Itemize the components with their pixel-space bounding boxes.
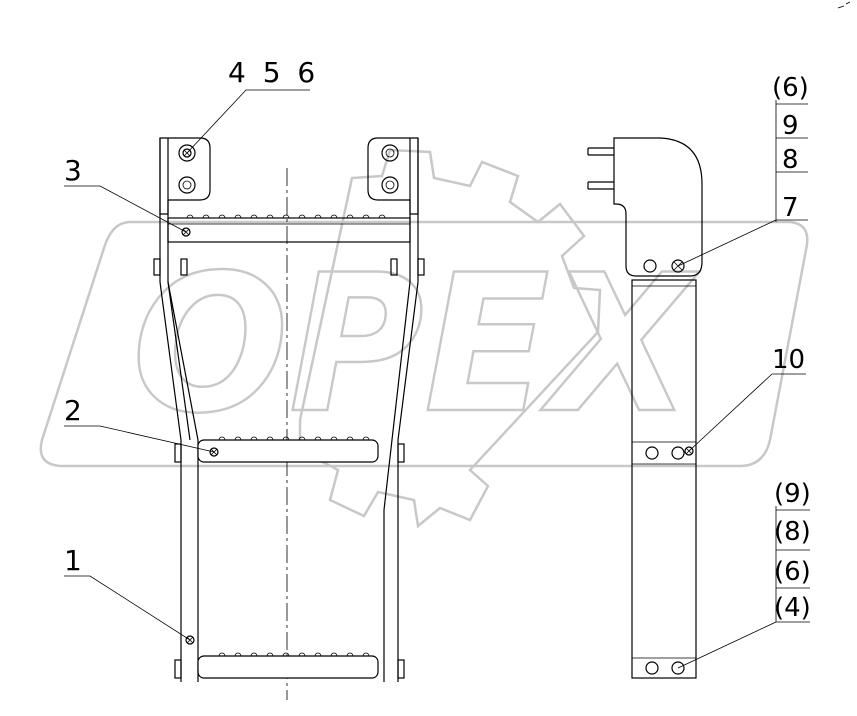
tread-tooth <box>330 436 338 441</box>
leader-2 <box>64 425 215 453</box>
hinge-bolt-left <box>153 258 188 276</box>
tread-tooth <box>266 652 274 657</box>
callout-3: 3 <box>64 154 82 187</box>
side-mount-studs <box>587 147 614 190</box>
watermark-brand-text: OPEX <box>132 234 700 455</box>
callout-10: 10 <box>772 345 805 375</box>
tread-tooth <box>218 436 226 441</box>
side-mid-hole-left <box>645 446 659 460</box>
bracket-bolt-lower-left <box>178 176 196 194</box>
tread-tooth <box>218 652 226 657</box>
tread-tooth <box>362 436 370 441</box>
bracket-bolt-lower-left-inner <box>182 180 192 190</box>
watermark-gear-shape <box>298 148 602 529</box>
callout-2: 2 <box>64 394 82 427</box>
hinge-bolt-right <box>390 258 425 276</box>
leader-top-stack <box>677 219 777 267</box>
callout-10-group: 10 <box>688 345 806 452</box>
side-mount-bracket <box>613 137 703 277</box>
tread-tooth <box>234 436 242 441</box>
callout-top-7: 7 <box>782 193 799 223</box>
callout-stack-bottom: (9) (8) (6) (4) <box>774 479 811 623</box>
bracket-bolt-top-right-inner <box>385 148 395 158</box>
bracket-bolt-top-right <box>381 144 399 162</box>
tread-tooth <box>282 214 290 219</box>
side-bottom-hole-left <box>645 661 659 675</box>
leader-3 <box>64 185 187 233</box>
tread-tooth <box>266 214 274 219</box>
middle-step-teeth <box>218 436 370 441</box>
side-bracket-hole-right <box>671 259 685 273</box>
side-mid-hole-right <box>671 446 685 460</box>
watermark-backdrop-shape <box>39 220 809 468</box>
leader-1 <box>64 575 191 641</box>
tread-tooth <box>234 214 242 219</box>
callout-bottom-8: (8) <box>774 517 811 547</box>
bracket-bolt-lower-right <box>381 176 399 194</box>
tread-tooth <box>346 436 354 441</box>
tread-tooth <box>298 214 306 219</box>
callout-bottom-4: (4) <box>774 593 811 623</box>
bracket-bolt-top-left <box>178 144 196 162</box>
top-left-bracket <box>159 137 211 215</box>
side-rail <box>631 279 697 679</box>
callout-top-6: (6) <box>772 73 809 103</box>
tread-tooth <box>314 436 322 441</box>
watermark-logo: OPEX <box>39 148 809 529</box>
callout-top-8: 8 <box>782 145 799 175</box>
top-right-bracket <box>367 137 419 215</box>
corner-mark <box>837 1 851 9</box>
side-view: (6) 9 8 7 10 (9) (8) (6) (4) <box>587 73 811 679</box>
tread-tooth <box>346 652 354 657</box>
tread-tooth <box>378 214 386 219</box>
tread-tooth <box>314 652 322 657</box>
tread-tooth <box>298 652 306 657</box>
tread-tooth <box>362 214 370 219</box>
tread-tooth <box>314 214 322 219</box>
tread-tooth <box>218 214 226 219</box>
tread-tooth <box>330 214 338 219</box>
tread-tooth <box>250 214 258 219</box>
tread-tooth <box>250 652 258 657</box>
front-view-ladder: 4 5 6 3 2 1 <box>64 56 425 700</box>
bottom-step-bolts <box>174 659 405 679</box>
bracket-bolt-lower-right-inner <box>385 180 395 190</box>
callout-bottom-9: (9) <box>774 479 811 509</box>
callout-4-5-6: 4 5 6 <box>228 56 319 89</box>
tread-tooth <box>266 436 274 441</box>
tread-tooth <box>186 214 194 219</box>
tread-tooth <box>234 652 242 657</box>
callout-1: 1 <box>64 544 82 577</box>
left-rail-upper <box>159 281 199 670</box>
left-rail-inner <box>167 281 199 441</box>
tread-tooth <box>282 652 290 657</box>
bottom-step-teeth <box>218 652 370 657</box>
bottom-step <box>197 655 379 679</box>
leader-4-5-6 <box>186 89 310 154</box>
callout-top-9: 9 <box>782 111 799 141</box>
middle-step <box>197 439 379 463</box>
callout-stack-top: (6) 9 8 7 <box>772 73 809 223</box>
tread-tooth <box>298 436 306 441</box>
leader-bottom-stack <box>677 621 777 669</box>
side-bracket-hole-left <box>643 259 657 273</box>
top-step-teeth <box>186 214 386 219</box>
tread-tooth <box>346 214 354 219</box>
callout-bottom-6: (6) <box>774 557 811 587</box>
tread-tooth <box>202 214 210 219</box>
right-rail-upper <box>383 281 419 670</box>
tread-tooth <box>362 652 370 657</box>
side-bottom-hole-right <box>671 661 685 675</box>
tread-tooth <box>250 436 258 441</box>
tread-tooth <box>282 436 290 441</box>
tread-tooth <box>330 652 338 657</box>
